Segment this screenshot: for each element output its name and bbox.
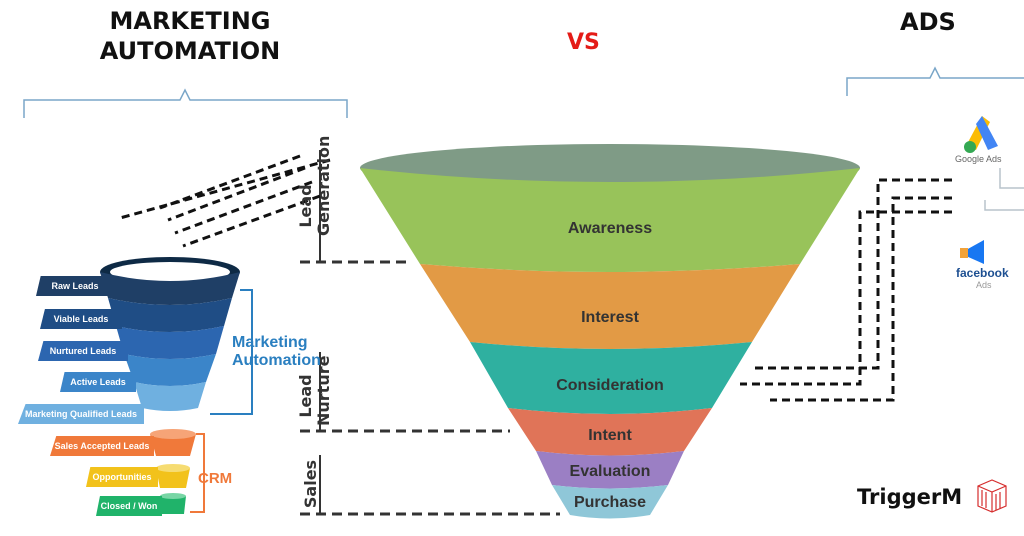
- ma-arrows: [119, 154, 331, 248]
- mf-label-viable-leads: Viable Leads: [40, 309, 122, 329]
- google-ads-name: Google Ads: [955, 154, 1002, 164]
- lead-generation-label: Lead Generation: [296, 135, 333, 236]
- marketing-automation-heading: MARKETING AUTOMATION: [99, 7, 281, 65]
- mf-label-closed-won: Closed / Won: [96, 496, 162, 516]
- brand-logo-text: TriggerM: [857, 485, 963, 509]
- evaluation-layer: [536, 451, 684, 489]
- mf-label-opportunities: Opportunities: [86, 467, 158, 487]
- mf-layer-viable: [108, 298, 232, 332]
- mf-layer-opp: [156, 468, 190, 488]
- crm-group-label: CRM: [198, 470, 233, 487]
- vs-heading: VS: [567, 30, 600, 55]
- funnel-label-interest: Interest: [581, 309, 639, 326]
- ads-tree-line: [984, 168, 1024, 211]
- ma-bracket: [23, 88, 348, 118]
- mf-layer-mql: [134, 382, 206, 411]
- facebook-ads-name: facebook: [956, 266, 1009, 280]
- sales-label: Sales: [301, 459, 320, 509]
- brand-cube-icon: [977, 479, 1007, 513]
- ads-bracket: [846, 66, 1024, 96]
- mf-layer-won: [160, 496, 186, 514]
- mf-label-raw-leads: Raw Leads: [36, 276, 114, 296]
- marketing-automation-group-label: Marketing Automation: [232, 334, 321, 369]
- facebook-ads-sub: Ads: [976, 280, 992, 290]
- lead-nurture-label: Lead Nurture: [296, 355, 333, 426]
- megaphone-icon: [966, 240, 984, 264]
- consideration-layer: [470, 342, 752, 414]
- awareness-layer: [360, 168, 860, 272]
- purchase-layer: [552, 485, 668, 519]
- funnel-label-purchase: Purchase: [573, 494, 647, 511]
- mf-label-mql: Marketing Qualified Leads: [18, 404, 144, 424]
- mf-label-active-leads: Active Leads: [60, 372, 136, 392]
- mf-layer-active: [124, 354, 216, 386]
- interest-layer: [420, 264, 800, 349]
- mf-layer-nurtured: [116, 326, 224, 359]
- mf-label-sales-accepted: Sales Accepted Leads: [50, 436, 154, 456]
- mf-layer-raw: [100, 272, 240, 305]
- ads-heading: ADS: [900, 8, 956, 36]
- funnel-label-intent: Intent: [588, 427, 632, 444]
- crm-brace: [190, 433, 205, 513]
- funnel-label-awareness: Awareness: [567, 220, 653, 237]
- ads-arrows: [740, 178, 952, 402]
- funnel-label-evaluation: Evaluation: [569, 463, 651, 480]
- mf-top-inner: [110, 262, 230, 282]
- funnel-label-consideration: Consideration: [556, 377, 664, 394]
- mf-layer-sql: [150, 434, 196, 456]
- mf-label-nurtured-leads: Nurtured Leads: [38, 341, 128, 361]
- intent-layer: [508, 408, 712, 456]
- ma-brace: [210, 289, 253, 415]
